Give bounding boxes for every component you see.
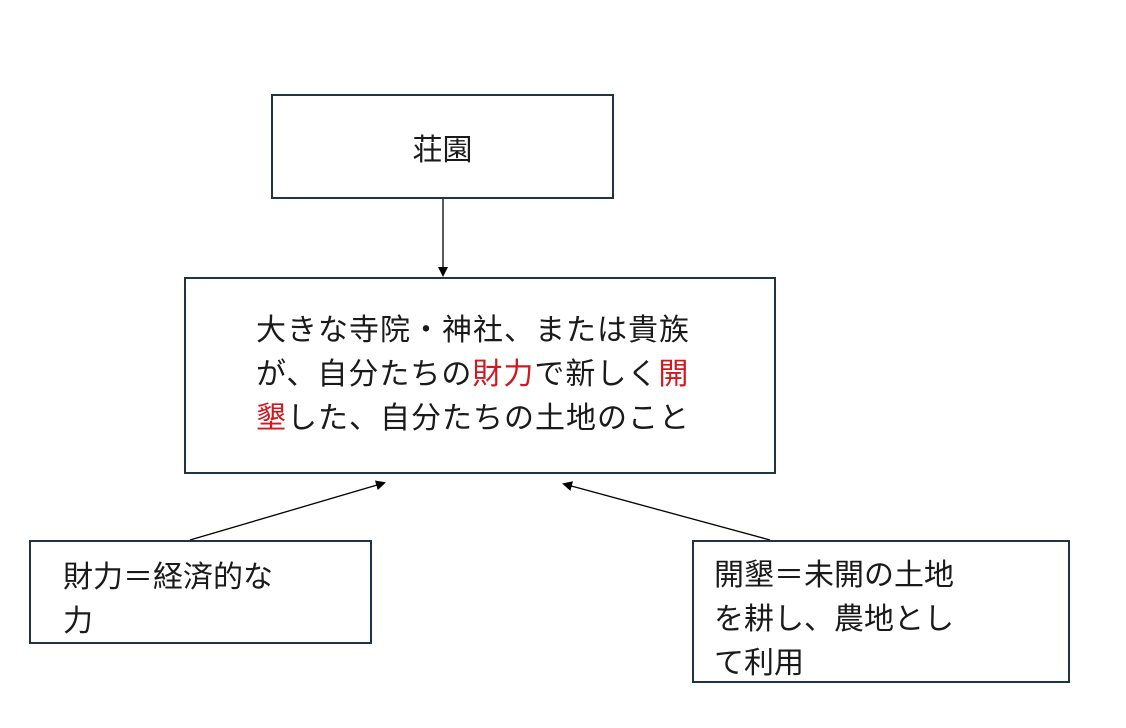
arrow-right-to-center [562,481,771,541]
kaikon-note-line-2: を耕し、農地とし [714,602,954,637]
definition-line-2: が、自分たちの財力で新しく開 [256,353,736,397]
definition-text: 大きな寺院・神社、または貴族 が、自分たちの財力で新しく開 墾した、自分たちの土… [256,309,736,441]
definition-line-2-part-a: が、自分たちの [256,357,473,392]
definition-line-3: 墾した、自分たちの土地のこと [256,397,736,441]
definition-line-1: 大きな寺院・神社、または貴族 [256,309,736,353]
zairyoku-note-text: 財力＝経済的な 力 [63,556,313,644]
kaikon-note-line-3: て利用 [714,646,804,681]
highlight-kon: 墾 [256,401,287,436]
definition-box: 大きな寺院・神社、または貴族 が、自分たちの財力で新しく開 墾した、自分たちの土… [184,277,776,474]
definition-line-3-part-b: した、自分たちの土地のこと [287,401,690,436]
zairyoku-note-box: 財力＝経済的な 力 [29,540,372,644]
kaikon-note-box: 開墾＝未開の土地 を耕し、農地とし て利用 [692,540,1070,683]
definition-line-1-text: 大きな寺院・神社、または貴族 [256,313,690,348]
zairyoku-note-line-1: 財力＝経済的な [63,560,273,595]
shoen-box: 荘園 [271,94,614,199]
zairyoku-note-line-2: 力 [63,604,93,639]
highlight-zairyoku: 財力 [472,357,535,392]
kaikon-note-text: 開墾＝未開の土地 を耕し、農地とし て利用 [714,554,994,686]
kaikon-note-line-1: 開墾＝未開の土地 [714,558,954,593]
shoen-label: 荘園 [412,132,473,168]
highlight-kai: 開 [658,357,690,392]
definition-line-2-part-c: で新しく [534,357,659,392]
arrow-left-to-center [189,480,386,541]
